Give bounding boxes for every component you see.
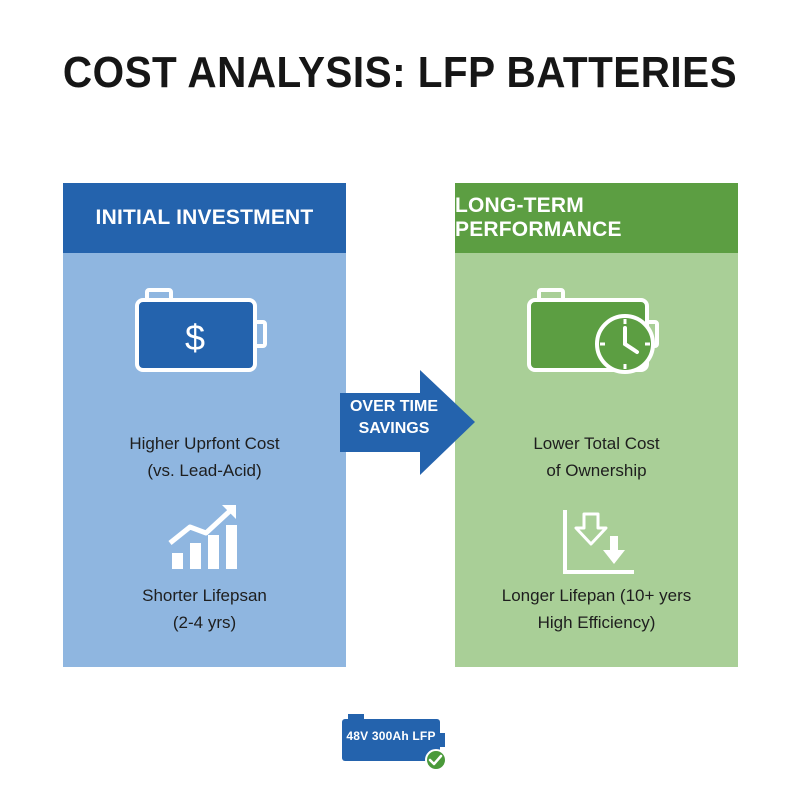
initial-investment-panel: INITIAL INVESTMENT $ Higher Uprfont Cost… bbox=[63, 183, 346, 667]
arrow-line-2: SAVINGS bbox=[358, 420, 430, 437]
long-term-performance-heading: LONG-TERM PERFORMANCE bbox=[455, 183, 738, 253]
shorter-lifespan-text: Shorter Lifepsan (2-4 yrs) bbox=[63, 582, 346, 636]
total-cost-text: Lower Total Cost of Ownership bbox=[455, 430, 738, 484]
longer-lifespan-line-1: Longer Lifepan (10+ yers bbox=[501, 586, 692, 605]
over-time-savings-label: OVER TIME SAVINGS bbox=[340, 396, 448, 440]
rising-bar-chart-icon bbox=[168, 505, 237, 569]
upfront-cost-line-2: (vs. Lead-Acid) bbox=[147, 461, 262, 480]
battery-clock-icon bbox=[527, 288, 659, 374]
check-circle-icon bbox=[425, 749, 447, 770]
over-time-arrow bbox=[340, 370, 475, 475]
svg-text:$: $ bbox=[185, 317, 205, 358]
shorter-lifespan-line-1: Shorter Lifepsan bbox=[142, 586, 267, 605]
shorter-lifespan-line-2: (2-4 yrs) bbox=[172, 613, 237, 632]
upfront-cost-text: Higher Uprfont Cost (vs. Lead-Acid) bbox=[63, 430, 346, 484]
longer-lifespan-line-2: High Efficiency) bbox=[537, 613, 656, 632]
longer-lifespan-text: Longer Lifepan (10+ yers High Efficiency… bbox=[455, 582, 738, 636]
upfront-cost-line-1: Higher Uprfont Cost bbox=[129, 434, 280, 453]
battery-badge bbox=[342, 714, 447, 770]
arrow-line-1: OVER TIME bbox=[349, 398, 438, 415]
long-term-performance-panel: LONG-TERM PERFORMANCE Lower Total Cost o… bbox=[455, 183, 738, 667]
falling-chart-icon bbox=[563, 510, 634, 574]
battery-dollar-icon: $ bbox=[135, 288, 267, 372]
initial-investment-heading: INITIAL INVESTMENT bbox=[63, 183, 346, 253]
page-title: COST ANALYSIS: LFP BATTERIES bbox=[62, 48, 738, 97]
total-cost-line-2: of Ownership bbox=[546, 461, 647, 480]
total-cost-line-1: Lower Total Cost bbox=[533, 434, 660, 453]
battery-spec-label: 48V 300Ah LFP bbox=[346, 729, 436, 743]
